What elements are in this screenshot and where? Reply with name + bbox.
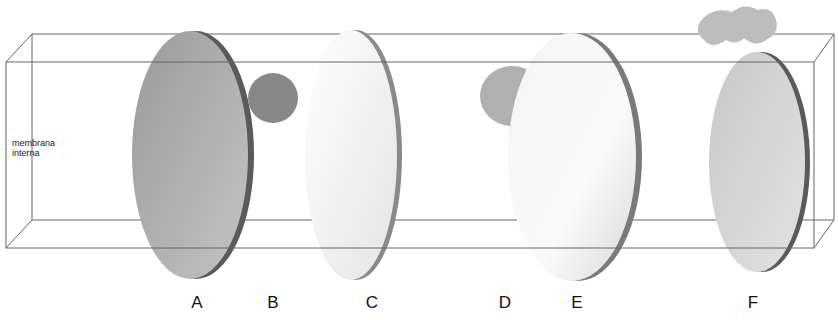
protein-letter: C bbox=[366, 293, 378, 313]
protein-letter: A bbox=[191, 293, 202, 313]
protein-letter: F bbox=[748, 293, 758, 313]
membrane-region-label: membrana interna bbox=[12, 138, 68, 159]
protein-letter: D bbox=[499, 293, 511, 313]
protein-letter: B bbox=[267, 293, 278, 313]
region-text: membrana interna bbox=[12, 138, 68, 159]
protein-letter: E bbox=[571, 293, 582, 313]
